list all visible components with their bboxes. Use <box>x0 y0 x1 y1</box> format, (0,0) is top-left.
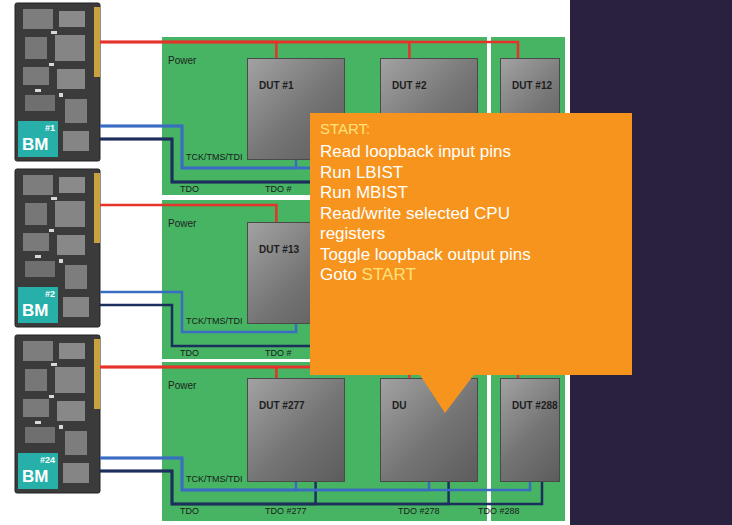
controller-board <box>15 3 100 161</box>
signal-name: TDO #278 <box>398 506 440 517</box>
power-label: Power <box>168 218 196 229</box>
board-number: #24 <box>40 455 55 465</box>
callout-text: START: <box>320 120 370 137</box>
power-wire <box>100 42 409 58</box>
controller-board: #24BM <box>15 335 100 493</box>
board-label-plate: #1BM <box>18 121 58 157</box>
dut-name: DUT #2 <box>387 77 431 94</box>
callout-line: Run LBIST <box>320 163 565 184</box>
callout-line: Read loopback input pins <box>320 142 565 163</box>
white-panel <box>0 0 570 525</box>
dut-board: DUT #277 DU DUT #288 Power <box>162 362 565 521</box>
power-label: Power <box>168 55 196 66</box>
board-label-plate: #24BM <box>18 453 58 489</box>
callout-line: Goto START <box>320 265 565 286</box>
signal-name: TCK/TMS/TDI <box>186 474 243 485</box>
green-board <box>162 362 565 521</box>
callout-line: Read/write selected CPU registers <box>320 204 565 245</box>
dut-name: DUT #277 <box>254 397 310 414</box>
dut-name: DUT #288 <box>507 397 563 414</box>
callout-line: Run MBIST <box>320 183 565 204</box>
dut-chip: DU <box>380 378 478 482</box>
power-label: Power <box>168 380 196 391</box>
board-number: #1 <box>45 123 55 133</box>
dut-name: DU <box>387 397 411 414</box>
dut-name: DUT #12 <box>507 77 557 94</box>
signal-name: TDO <box>180 348 199 359</box>
controller-board: #1BM <box>15 3 100 161</box>
power-wire <box>100 367 276 378</box>
board-logo: BM <box>22 301 48 321</box>
signal-name: TDO #288 <box>478 506 520 517</box>
board-gap <box>487 362 491 521</box>
callout-text: START <box>362 265 416 284</box>
callout-pointer <box>418 372 476 413</box>
board-label-plate: #2BM <box>18 287 58 323</box>
power-wire <box>100 42 518 58</box>
callout-box: START:Read loopback input pinsRun LBISTR… <box>310 113 632 375</box>
callout-line: START: <box>320 120 565 138</box>
signal-name: TDO #277 <box>265 506 307 517</box>
board-logo: BM <box>22 467 48 487</box>
controller-board: #2BM <box>15 169 100 327</box>
callout-text: Run MBIST <box>320 183 408 202</box>
callout-text: Read/write selected CPU registers <box>320 204 510 244</box>
board-number: #2 <box>45 289 55 299</box>
signal-name: TDO <box>180 184 199 195</box>
signal-name: TDO # <box>265 348 292 359</box>
signal-name: TCK/TMS/TDI <box>186 152 243 163</box>
callout-line: Toggle loopback output pins <box>320 245 565 266</box>
callout-text: Read loopback input pins <box>320 142 511 161</box>
callout-text: Run LBIST <box>320 163 403 182</box>
signal-name: TDO # <box>265 184 292 195</box>
controller-board <box>15 335 100 493</box>
callout-text: Toggle loopback output pins <box>320 245 531 264</box>
dut-chip: DUT #277 <box>247 378 345 482</box>
signal-name: TCK/TMS/TDI <box>186 316 243 327</box>
dut-name: DUT #13 <box>254 241 304 258</box>
controller-board <box>15 169 100 327</box>
board-logo: BM <box>22 135 48 155</box>
dut-chip: DUT #288 <box>500 378 560 482</box>
signal-name: TDO <box>180 506 199 517</box>
dut-name: DUT #1 <box>254 77 298 94</box>
callout-text: Goto <box>320 265 357 284</box>
